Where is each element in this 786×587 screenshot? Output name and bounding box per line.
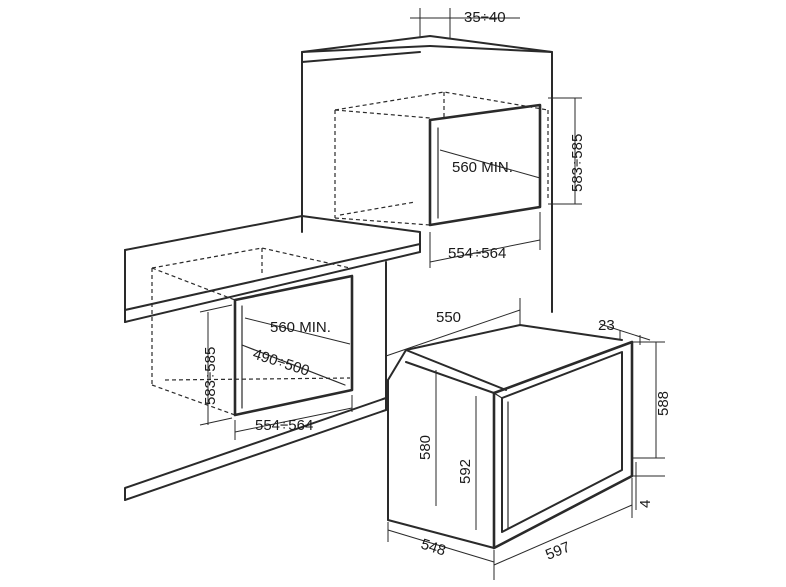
- label-niche-width-upper: 554÷564: [448, 245, 506, 262]
- column-cabinet: [301, 35, 553, 313]
- label-oven-width: 597: [543, 539, 573, 564]
- label-oven-depth-bottom: 548: [419, 536, 448, 560]
- countertop: [124, 215, 421, 323]
- upper-niche-dashed: [334, 91, 549, 226]
- label-oven-body-height: 580: [417, 435, 434, 460]
- dimension-lines: [199, 8, 665, 580]
- label-gap-top: 35÷40: [464, 9, 506, 26]
- base-cabinet: [124, 261, 387, 501]
- label-oven-gap-bottom: 4: [637, 500, 654, 508]
- lower-niche-opening: [233, 274, 354, 417]
- label-niche-height-lower: 583÷585: [202, 347, 219, 405]
- label-niche-depth-upper: 560 MIN.: [452, 159, 513, 176]
- label-oven-depth-top: 550: [436, 309, 461, 326]
- label-niche-width-lower: 554÷564: [255, 417, 313, 434]
- label-niche-height-upper: 583÷585: [569, 134, 586, 192]
- upper-niche-opening: [428, 103, 542, 227]
- label-oven-frame-height: 588: [655, 391, 672, 416]
- label-oven-frame-depth: 23: [598, 317, 615, 334]
- lower-niche-dashed: [151, 247, 351, 416]
- label-niche-inner-depth-lower: 490÷500: [251, 346, 312, 380]
- label-niche-depth-lower: 560 MIN.: [270, 319, 331, 336]
- label-oven-front-height: 592: [457, 459, 474, 484]
